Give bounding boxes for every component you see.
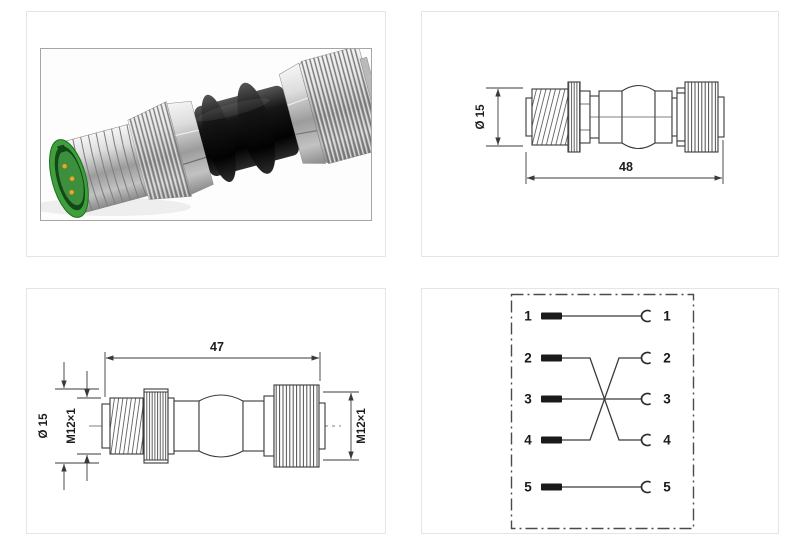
panel-detail-drawing[interactable]: 47 Ø 15 M12×1 M12×1 <box>26 288 386 534</box>
step <box>671 97 678 137</box>
wire-4-to-2 <box>562 357 642 441</box>
right-pin-label: 1 <box>663 309 671 324</box>
connector-outline <box>525 81 725 153</box>
right-pin-label: 2 <box>663 351 671 366</box>
nut-hatch <box>685 82 718 152</box>
left-pin-label: 1 <box>524 309 532 324</box>
left-pin-label: 3 <box>524 392 532 407</box>
hex-collar <box>166 100 214 195</box>
knurled-cone <box>127 101 193 200</box>
diameter-dimension: Ø 15 <box>38 362 99 490</box>
coupling-neck <box>676 92 686 142</box>
end-cap <box>318 402 326 450</box>
wiring-diagram: 1 1 2 2 3 3 <box>510 293 695 530</box>
panel-side-view-drawing[interactable]: Ø 15 48 <box>421 11 779 257</box>
contact-pin <box>61 163 68 170</box>
contact-pin <box>68 189 75 196</box>
body-left <box>173 400 200 452</box>
left-pin-label: 5 <box>524 480 532 495</box>
left-pin-label: 4 <box>524 433 532 448</box>
green-insert-face <box>49 139 89 218</box>
knurl-hatch <box>568 82 580 152</box>
socket-terminal <box>640 351 651 365</box>
tab-top <box>676 87 686 94</box>
right-pin-label: 3 <box>663 392 671 407</box>
wiring-border <box>510 293 695 530</box>
diameter-label: Ø 15 <box>475 104 487 130</box>
coupling-neck <box>263 395 275 457</box>
keying-notch <box>57 144 66 154</box>
male-tip <box>525 97 533 137</box>
length-dimension: 47 <box>104 340 321 397</box>
connector-outline <box>101 384 326 468</box>
male-thread-dimension: M12×1 <box>66 371 101 481</box>
pin-contact-bar <box>541 483 562 491</box>
pin-contact-bar <box>541 395 562 403</box>
left-pin-label: 2 <box>524 351 532 366</box>
body-bulge <box>198 394 244 458</box>
length-dimension: 48 <box>525 140 724 184</box>
side-view-drawing: Ø 15 48 <box>475 81 725 184</box>
length-label: 47 <box>210 340 224 354</box>
wiring-row-2: 2 2 <box>524 351 671 441</box>
black-molded-body <box>194 82 299 182</box>
wiring-row-4: 4 4 <box>524 357 671 448</box>
male-thread-label: M12×1 <box>66 408 78 444</box>
tab-bottom <box>676 140 686 147</box>
nut-hatch <box>274 385 319 467</box>
socket-terminal <box>640 433 651 447</box>
collar <box>167 397 175 455</box>
detail-drawing: 47 Ø 15 M12×1 M12×1 <box>38 340 368 490</box>
male-tip <box>101 403 111 449</box>
female-thread-dimension: M12×1 <box>323 391 368 461</box>
collar <box>579 90 591 144</box>
thread-hatch <box>110 398 143 454</box>
wiring-row-3: 3 3 <box>524 392 671 407</box>
pin-contact-bar <box>541 354 562 362</box>
right-pin-label: 5 <box>663 480 671 495</box>
length-label: 48 <box>619 160 633 174</box>
hex-shoulder <box>278 62 327 164</box>
contact-pin <box>69 175 75 182</box>
body-right <box>242 400 265 452</box>
adapter-body-group <box>49 49 371 218</box>
socket-terminal <box>640 309 651 323</box>
pin-contact-bar <box>541 436 562 444</box>
female-thread-label: M12×1 <box>356 408 368 444</box>
knurl-hatch <box>144 392 168 460</box>
product-photo-frame <box>40 48 372 221</box>
panel-wiring-diagram[interactable]: 1 1 2 2 3 3 <box>421 288 779 534</box>
panel-product-photo[interactable] <box>26 11 386 257</box>
diameter-label: Ø 15 <box>38 413 50 439</box>
thread-hatch <box>532 89 568 145</box>
product-photo <box>41 49 371 218</box>
end-cap <box>717 96 725 138</box>
pin-contact-bar <box>541 312 562 320</box>
socket-terminal <box>640 392 651 406</box>
diameter-dimension: Ø 15 <box>475 87 523 147</box>
wiring-row-1: 1 1 <box>524 309 671 324</box>
right-pin-label: 4 <box>663 433 671 448</box>
knurled-coupling-nut <box>299 49 371 164</box>
wiring-row-5: 5 5 <box>524 480 671 495</box>
socket-terminal <box>640 480 651 494</box>
